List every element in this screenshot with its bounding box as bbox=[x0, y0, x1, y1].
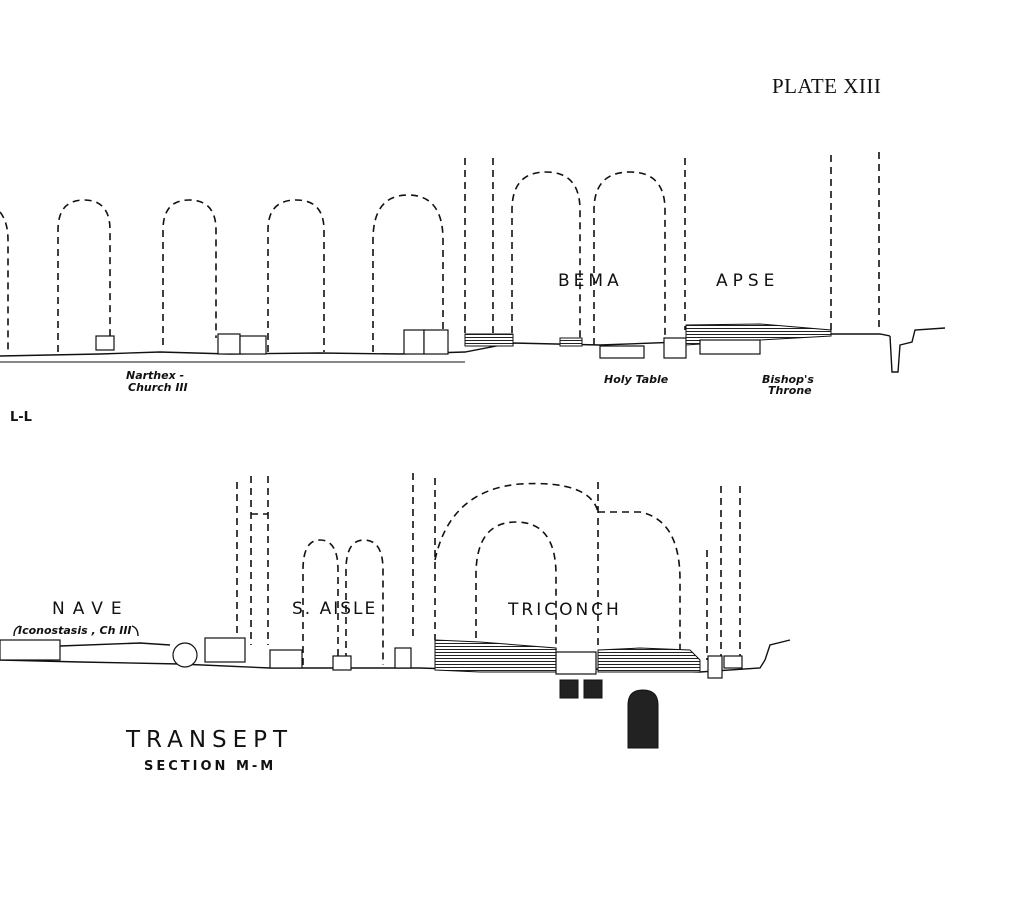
note-bishops-line2: Throne bbox=[768, 384, 812, 397]
room-label-nave: NAVE bbox=[52, 599, 130, 619]
section-subtitle-mm: SECTION M-M bbox=[144, 759, 276, 774]
room-label-triconch: TRICONCH bbox=[507, 600, 622, 620]
note-iconostasis: Iconostasis , Ch III bbox=[18, 624, 132, 637]
room-label-s-aisle: S. AISLE bbox=[292, 599, 377, 619]
arch-upper-0 bbox=[0, 211, 9, 352]
note-narthex-line2: Church III bbox=[128, 381, 188, 394]
room-label-apse: APSE bbox=[716, 271, 779, 291]
arch-aisle-1 bbox=[302, 539, 339, 665]
room-label-bema: BEMA bbox=[558, 271, 623, 291]
arch-bema-2 bbox=[593, 171, 666, 345]
arch-triconch-inner bbox=[475, 521, 557, 650]
note-holy-table: Holy Table bbox=[604, 373, 669, 386]
arch-aisle-2 bbox=[345, 539, 384, 665]
arch-triconch-outer bbox=[434, 482, 599, 561]
section-title-transept: TRANSEPT bbox=[125, 727, 293, 753]
arch-upper-3 bbox=[267, 199, 325, 352]
arch-bema-1 bbox=[511, 171, 581, 345]
arch-upper-1 bbox=[57, 199, 111, 352]
lower-section: NAVE Iconostasis , Ch III S. AISLE TRICO… bbox=[0, 473, 791, 774]
note-bishops-line1: Bishop's bbox=[762, 373, 814, 386]
plate-label: PLATE XIII bbox=[772, 74, 881, 98]
upper-section: BEMA APSE Narthex - Church III Holy Tabl… bbox=[0, 152, 946, 425]
section-label-ll: L-L bbox=[10, 410, 32, 425]
arch-upper-4 bbox=[372, 194, 444, 352]
note-narthex-line1: Narthex - bbox=[126, 369, 184, 382]
arch-upper-2 bbox=[162, 199, 217, 345]
